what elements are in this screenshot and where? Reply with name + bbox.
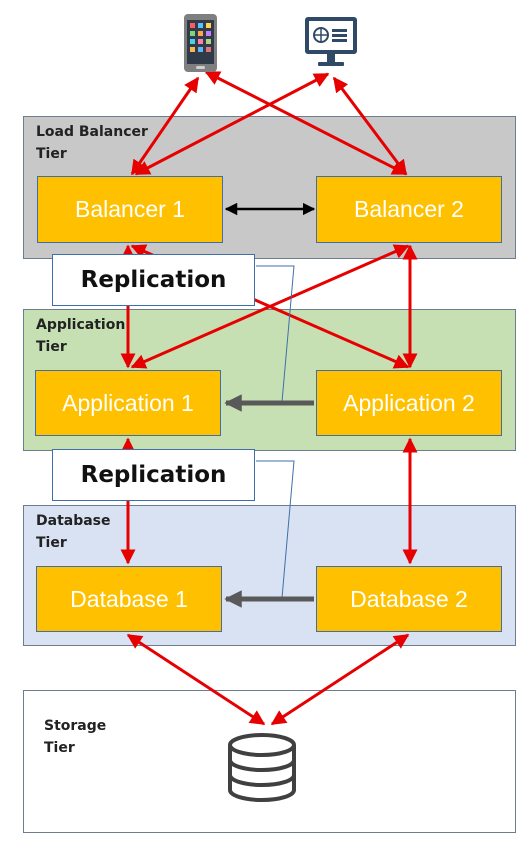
database-2-node: Database 2: [316, 566, 502, 632]
desktop-to-balancer-1-arrow: [134, 72, 330, 176]
application-2-node: Application 2: [316, 370, 502, 436]
database-replication-label: Replication: [52, 449, 255, 501]
database-cylinder-icon: [228, 733, 296, 802]
application-tier-label: Application Tier: [36, 317, 126, 355]
storage-tier-label: Storage Tier: [44, 718, 107, 756]
application-1-node: Application 1: [35, 370, 221, 436]
app-replication-callout-line: [256, 265, 295, 403]
database-1-node: Database 1: [36, 566, 222, 632]
balancer-1-node: Balancer 1: [37, 176, 223, 243]
db-replication-callout-line: [256, 460, 295, 599]
database-tier-label: Database Tier: [36, 513, 111, 551]
database-2-to-storage-arrow: [270, 633, 410, 726]
mobile-phone-icon: [184, 14, 217, 72]
application-replication-label: Replication: [52, 254, 255, 306]
balancer-2-to-application-1-arrow: [130, 244, 410, 369]
desktop-to-balancer-2-arrow: [332, 76, 408, 176]
load-balancer-tier-label: Load Balancer Tier: [36, 124, 148, 162]
database-1-to-storage-arrow: [126, 633, 266, 726]
balancer-2-node: Balancer 2: [316, 176, 502, 243]
desktop-monitor-icon: [305, 17, 357, 66]
